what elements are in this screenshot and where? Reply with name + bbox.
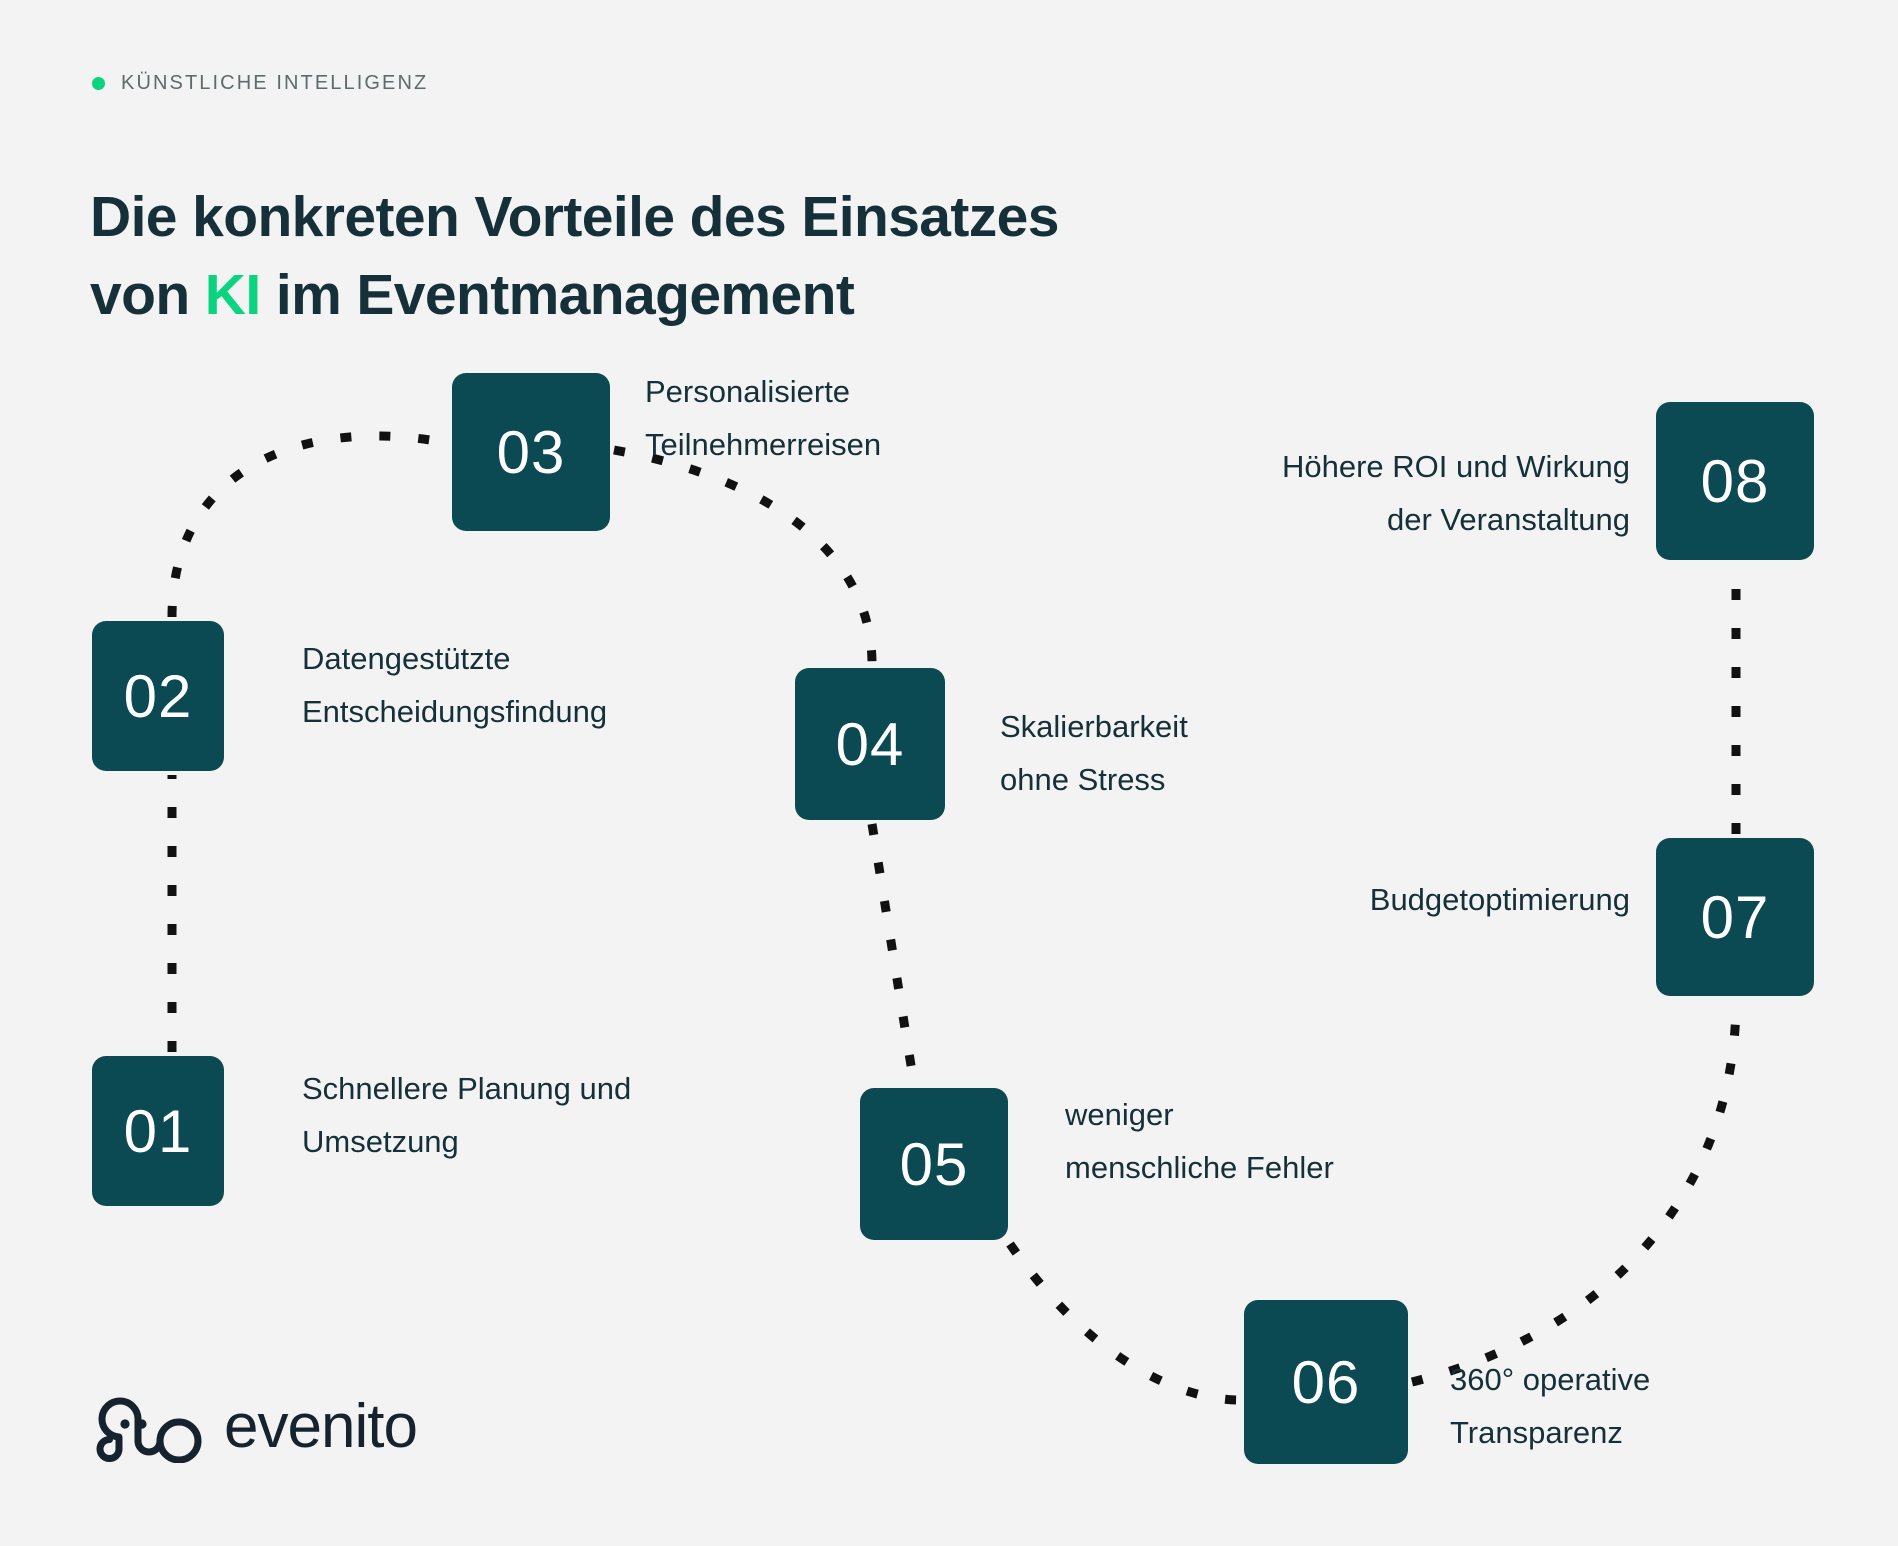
octopus-eye-right-icon: [137, 1419, 147, 1429]
flow-node-03[interactable]: 03: [452, 373, 610, 531]
connector-02-03: [167, 431, 449, 618]
flow-node-03-label: Personalisierte Teilnehmerreisen: [645, 374, 882, 462]
brand-wordmark: evenito: [224, 1392, 418, 1461]
flow-node-08-label: Höhere ROI und Wirkung der Veranstaltung: [1281, 449, 1630, 537]
flow-node-07[interactable]: 07: [1656, 838, 1814, 996]
flow-node-01-label: Schnellere Planung und Umsetzung: [302, 1071, 632, 1159]
eyebrow-label: KÜNSTLICHE INTELLIGENZ: [121, 72, 429, 94]
flow-node-07-label: Budgetoptimierung: [1369, 882, 1630, 917]
eyebrow-dot-icon: [92, 77, 105, 90]
page-title-line-2-prefix: von: [90, 263, 205, 328]
flow-node-05[interactable]: 05: [860, 1088, 1008, 1240]
eyebrow: KÜNSTLICHE INTELLIGENZ: [92, 72, 428, 95]
octopus-icon: [96, 1397, 202, 1463]
flow-node-08[interactable]: 08: [1656, 402, 1814, 560]
octopus-eye-left-icon: [120, 1419, 130, 1429]
flow-node-06[interactable]: 06: [1244, 1300, 1408, 1464]
flow-node-01[interactable]: 01: [92, 1056, 224, 1206]
page-title-line-1: Die konkreten Vorteile des Einsatzes: [90, 185, 1059, 250]
flow-node-02-label: Datengestützte Entscheidungsfindung: [302, 641, 608, 729]
connector-05-06: [1006, 1241, 1241, 1405]
flow-node-05-label: weniger menschliche Fehler: [1065, 1097, 1334, 1185]
flow-node-04-label: Skalierbarkeit ohne Stress: [1000, 709, 1188, 797]
flow-node-04[interactable]: 04: [795, 668, 945, 820]
flow-node-06-label: 360° operative Transparenz: [1450, 1362, 1651, 1450]
connector-04-05: [867, 823, 919, 1085]
flow-node-02[interactable]: 02: [92, 621, 224, 771]
page-title-accent: KI: [204, 263, 261, 328]
page-title: Die konkreten Vorteile des Einsatzes von…: [90, 178, 1059, 334]
page-title-line-2-suffix: im Eventmanagement: [260, 263, 855, 328]
brand-logo: evenito: [92, 1391, 418, 1463]
